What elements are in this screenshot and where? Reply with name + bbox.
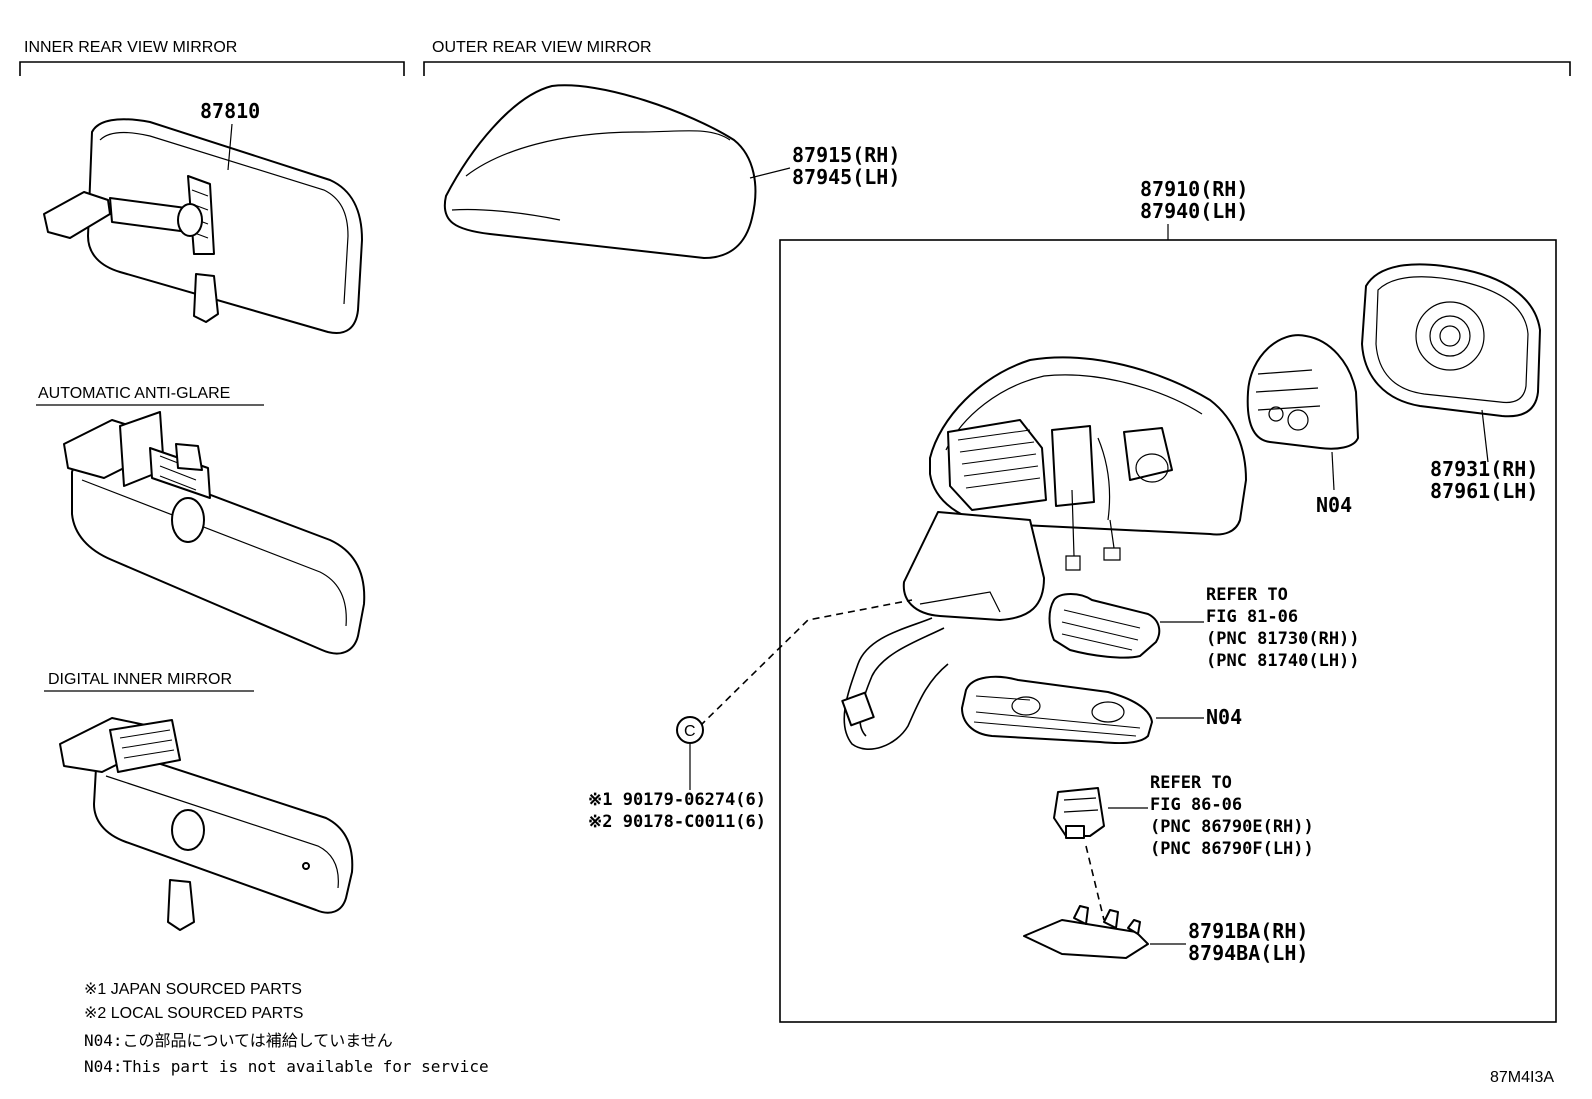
note-n04-english: N04:This part is not available for servi…	[84, 1057, 489, 1076]
callout-8791ba-rh: 8791BA(RH)	[1188, 919, 1308, 943]
callout-87940-lh: 87940(LH)	[1140, 199, 1248, 223]
clip-dashed-link	[699, 599, 913, 727]
callout-87961-lh: 87961(LH)	[1430, 479, 1538, 503]
figure-code: 87M4I3A	[1490, 1069, 1554, 1086]
refer-fig-81-line2: FIG 81-06	[1206, 607, 1298, 627]
callout-87915-rh: 87915(RH)	[792, 143, 900, 167]
leader-87915	[749, 167, 791, 179]
inner-mirror-drawing	[43, 118, 363, 334]
callout-87910-rh: 87910(RH)	[1140, 177, 1248, 201]
leader-87810	[227, 123, 233, 171]
digital-inner-mirror-drawing	[59, 717, 354, 931]
clip-drawing: C	[676, 716, 704, 744]
refer-fig-81-line4: (PNC 81740(LH))	[1206, 651, 1360, 671]
refer-fig-86-line2: FIG 86-06	[1150, 795, 1242, 815]
auto-anti-glare-mirror-drawing	[63, 411, 366, 655]
note-local-sourced: ※2 LOCAL SOURCED PARTS	[84, 1005, 303, 1022]
note-japan-sourced: ※1 JAPAN SOURCED PARTS	[84, 981, 302, 998]
camera-dashed-link	[1085, 845, 1105, 921]
mirror-housing-drawing	[841, 356, 1247, 750]
callout-87810: 87810	[200, 99, 260, 123]
refer-fig-86-line1: REFER TO	[1150, 773, 1232, 793]
leader-n04-actuator	[1331, 451, 1335, 491]
refer-fig-81-line1: REFER TO	[1206, 585, 1288, 605]
turn-lamp-drawing	[1048, 593, 1161, 659]
camera-bracket-drawing	[1023, 905, 1149, 959]
callout-n04-lamp: N04	[1206, 705, 1242, 729]
callout-clip-2: ※2 90178-C0011(6)	[588, 812, 766, 832]
camera-drawing	[1053, 787, 1105, 839]
note-n04-japanese: N04:この部品については補給していません	[84, 1031, 393, 1050]
leader-87931	[1481, 409, 1489, 463]
section-title-inner-mirror: INNER REAR VIEW MIRROR	[24, 39, 237, 56]
mirror-cover-drawing	[443, 84, 757, 259]
callout-8794ba-lh: 8794BA(LH)	[1188, 941, 1308, 965]
clip-symbol: C	[684, 723, 696, 740]
callout-87931-rh: 87931(RH)	[1430, 457, 1538, 481]
callout-n04-actuator: N04	[1316, 493, 1352, 517]
refer-fig-86-line4: (PNC 86790F(LH))	[1150, 839, 1314, 859]
section-bracket-outer	[423, 61, 1571, 76]
section-title-digital-inner-mirror: DIGITAL INNER MIRROR	[48, 671, 232, 688]
section-title-outer-mirror: OUTER REAR VIEW MIRROR	[432, 39, 652, 56]
refer-fig-86-line3: (PNC 86790E(RH))	[1150, 817, 1314, 837]
section-bracket-inner	[19, 61, 405, 76]
mirror-glass-drawing	[1361, 263, 1541, 418]
section-title-auto-anti-glare: AUTOMATIC ANTI-GLARE	[38, 385, 230, 402]
refer-fig-81-line3: (PNC 81730(RH))	[1206, 629, 1360, 649]
callout-87945-lh: 87945(LH)	[792, 165, 900, 189]
lamp-bracket-drawing	[961, 675, 1153, 745]
callout-clip-1: ※1 90179-06274(6)	[588, 790, 766, 810]
actuator-drawing	[1246, 334, 1359, 450]
assembly-box	[779, 239, 1557, 1023]
